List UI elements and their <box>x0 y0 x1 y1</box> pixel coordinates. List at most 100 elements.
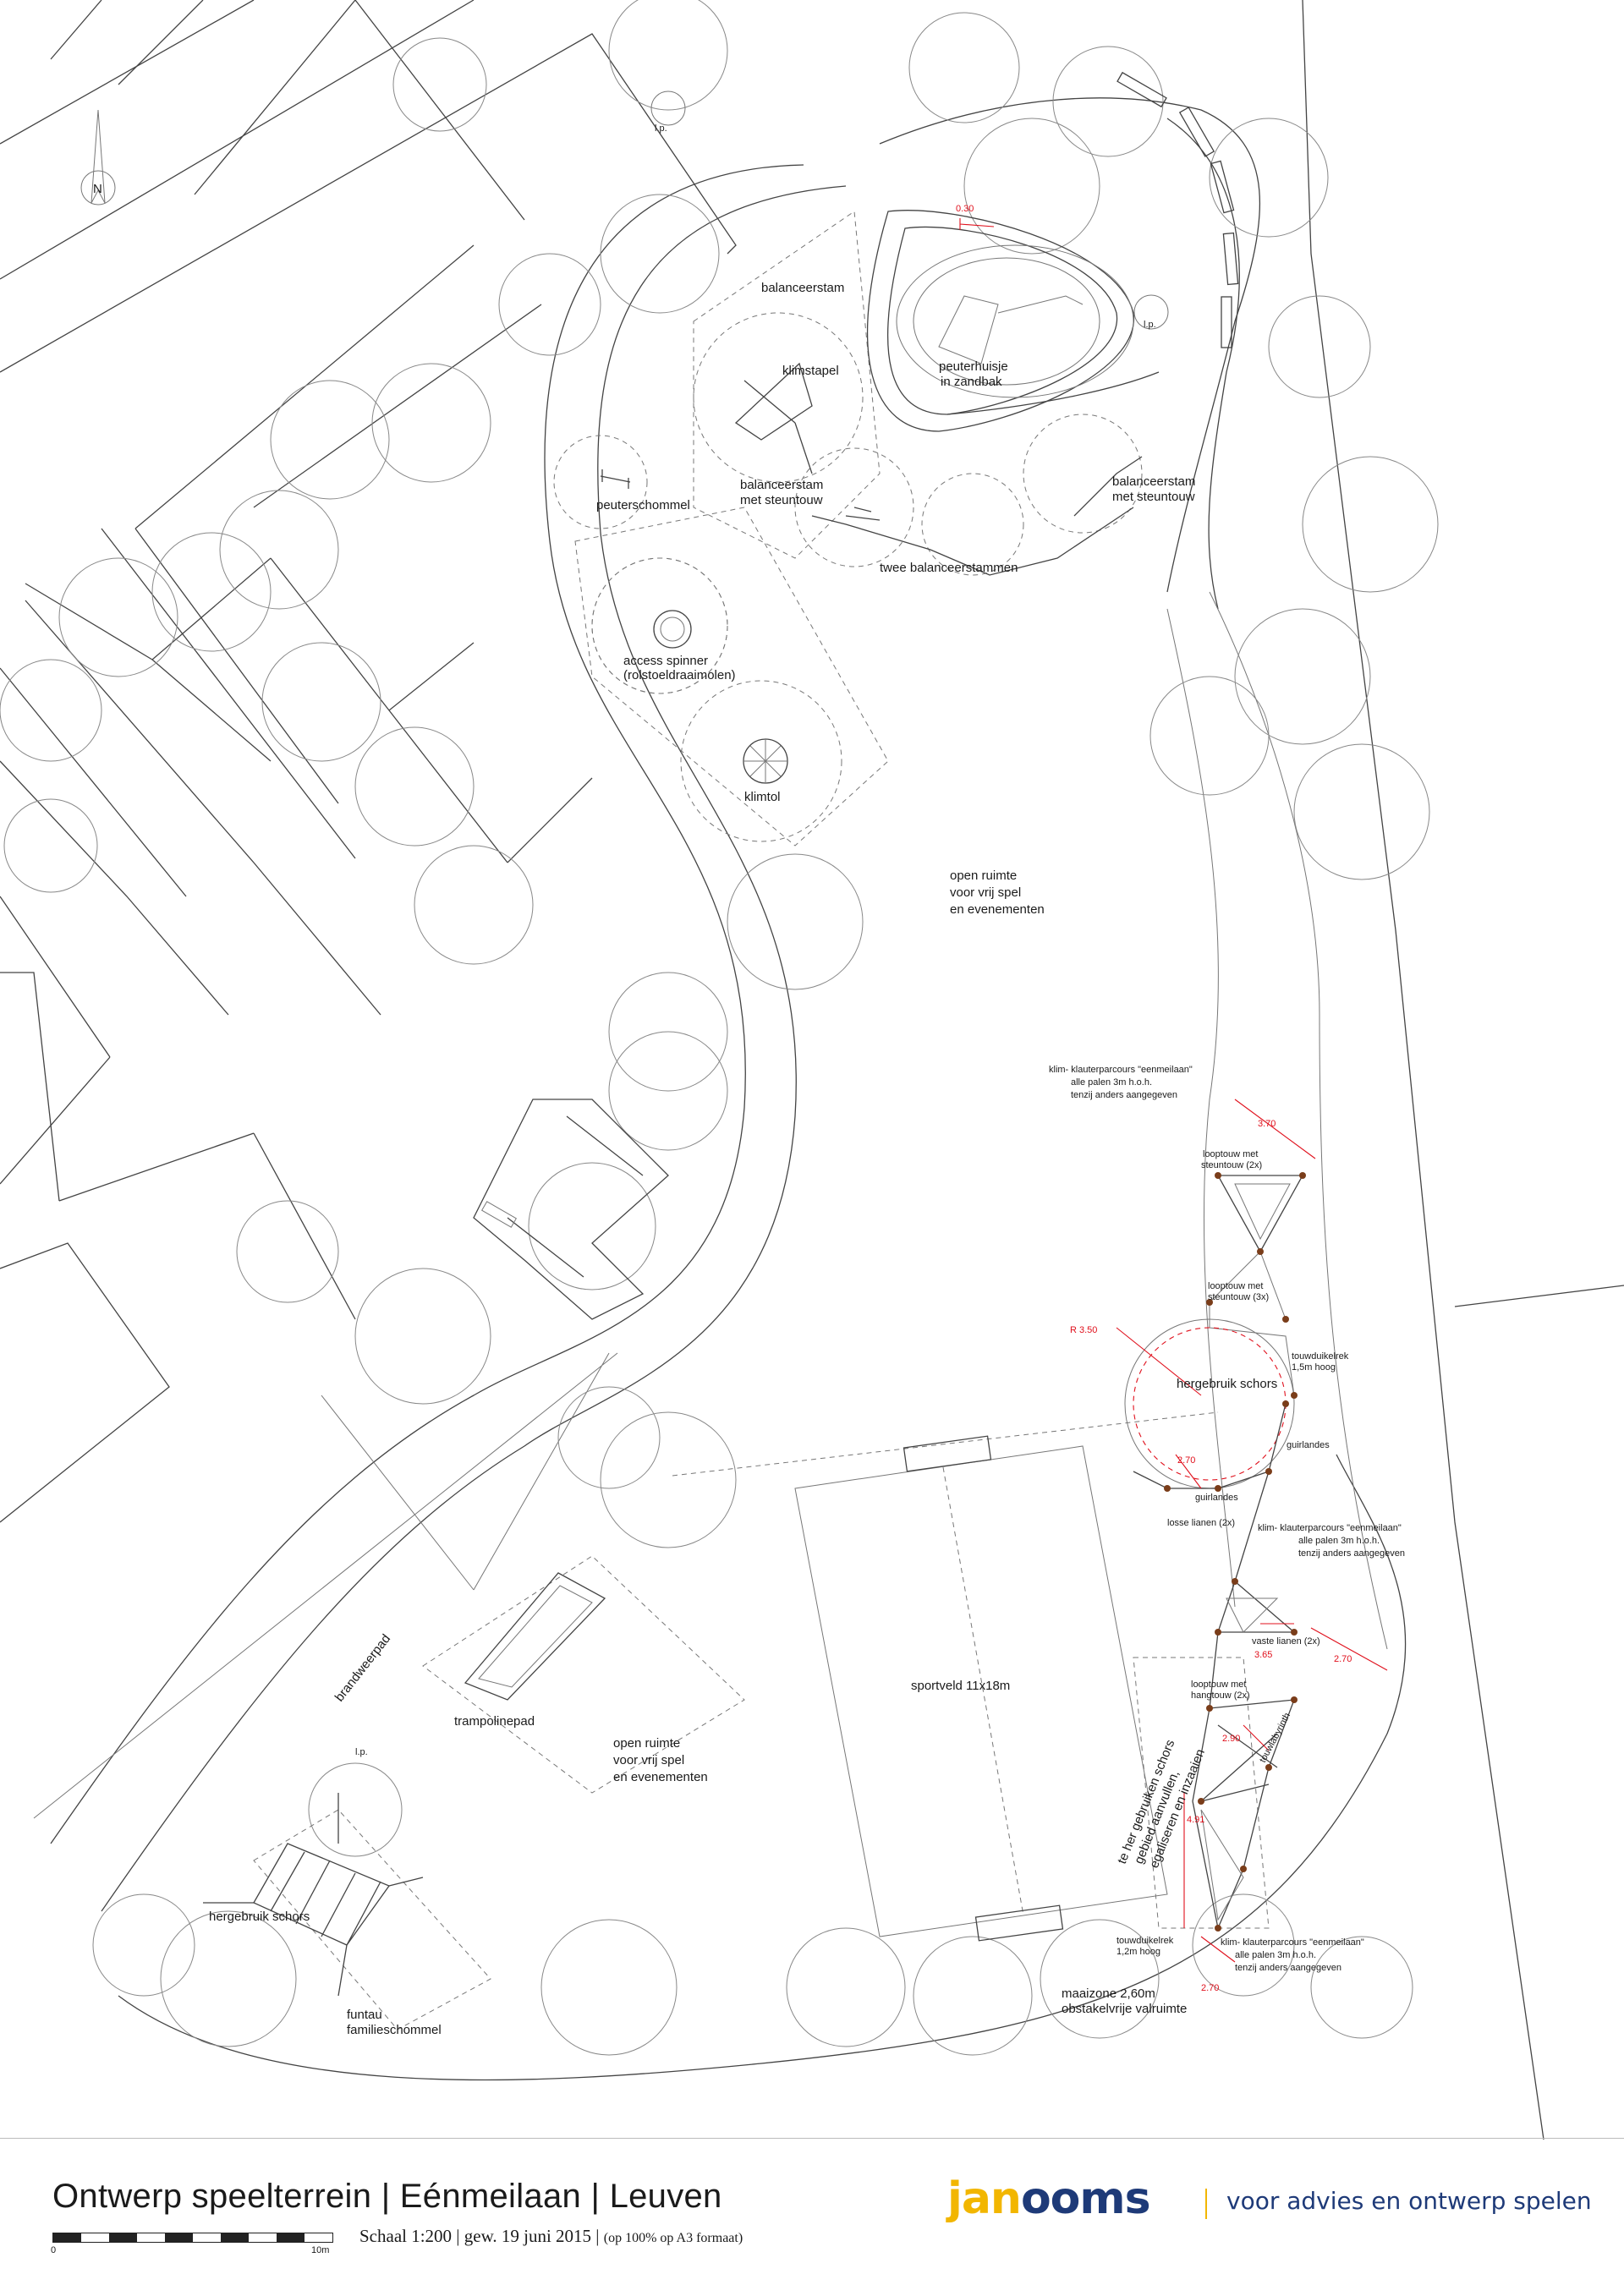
funtau-schommel <box>203 1793 424 1997</box>
label-trampolinepad: trampolinepad <box>454 1714 535 1729</box>
label-bsteun-1: balanceerstam <box>740 478 823 492</box>
dim-030: 0.30 <box>956 204 974 214</box>
climbing-post <box>1291 1629 1298 1636</box>
label-klimstapel: klimstapel <box>782 364 839 378</box>
label-parc3-1: klim- klauterparcours "eenmeilaan" <box>1221 1937 1364 1948</box>
scale-end-label: 10m <box>311 2245 330 2255</box>
label-hergebruik-schors: hergebruik schors <box>1177 1377 1277 1391</box>
label-parc3-2: alle palen 3m h.o.h. <box>1235 1950 1316 1960</box>
label-open1-1: open ruimte <box>950 869 1017 883</box>
label-access-2: (rolstoeldraaimolen) <box>623 668 736 682</box>
label-sportveld: sportveld 11x18m <box>911 1679 1010 1693</box>
subtitle-main: Schaal 1:200 | gew. 19 juni 2015 | <box>359 2226 604 2246</box>
plan-labels: l.p. l.p. l.p. balanceerstam klimstapel … <box>209 123 1405 2037</box>
benches <box>1116 71 1239 348</box>
climbing-post <box>1282 1400 1289 1407</box>
logo-separator <box>1205 2189 1207 2219</box>
label-touwlabyrinth: touwlabyrinth <box>1258 1712 1292 1765</box>
label-looptouw-steun-3x-2: steuntouw (3x) <box>1208 1292 1269 1302</box>
brand-logo: janooms <box>947 2173 1151 2224</box>
climbing-post <box>1240 1866 1247 1872</box>
label-touwduikelrek2-2: 1,2m hoog <box>1116 1947 1160 1957</box>
climbing-post <box>1215 1629 1221 1636</box>
brand-tagline: voor advies en ontwerp spelen <box>1226 2187 1592 2215</box>
label-peuterhuisje-1: peuterhuisje <box>939 359 1008 374</box>
label-parc1-1: klim- klauterparcours "eenmeilaan" <box>1049 1065 1193 1075</box>
label-open2-2: voor vrij spel <box>613 1753 684 1767</box>
dim-r350: R 3.50 <box>1070 1325 1097 1335</box>
climbing-posts <box>1164 1172 1306 1932</box>
climbing-post <box>1282 1316 1289 1323</box>
label-twee-stammen: twee balanceerstammen <box>880 561 1018 575</box>
label-vaste-lianen: vaste lianen (2x) <box>1252 1636 1320 1647</box>
lp-label-2: l.p. <box>1144 320 1156 330</box>
safety-zones <box>253 211 1270 2030</box>
label-maaizone-2: obstakelvrije valruimte <box>1062 2002 1187 2016</box>
dimension-lines <box>959 218 1388 1963</box>
label-bsteun2-1: balanceerstam <box>1112 474 1195 489</box>
play-equipment-north <box>600 90 1169 784</box>
scale-start-label: 0 <box>51 2245 57 2255</box>
label-open2-1: open ruimte <box>613 1736 680 1751</box>
climbing-post <box>1215 1485 1221 1492</box>
label-bsteun2-2: met steuntouw <box>1112 490 1195 504</box>
label-brandweerpad: brandweerpad <box>332 1631 393 1704</box>
trampolinepad <box>464 1572 606 1701</box>
dim-290: 2.90 <box>1222 1734 1240 1744</box>
climbing-post <box>1265 1468 1272 1475</box>
paths <box>33 97 1407 2081</box>
label-hergebruik-schors2: hergebruik schors <box>209 1910 310 1924</box>
label-open2-3: en evenementen <box>613 1770 708 1784</box>
label-parc2-3: tenzij anders aangegeven <box>1298 1548 1405 1559</box>
label-balanceerstam: balanceerstam <box>761 281 844 295</box>
label-funtau-1: funtau <box>347 2008 382 2022</box>
label-guirlandes-2: guirlandes <box>1195 1493 1238 1503</box>
climbing-post <box>1232 1578 1238 1585</box>
label-bsteun-2: met steuntouw <box>740 493 823 507</box>
lp-label-3: l.p. <box>355 1747 368 1757</box>
climbing-post <box>1215 1172 1221 1179</box>
subtitle-note: (op 100% op A3 formaat) <box>603 2231 743 2245</box>
label-looptouw-hang-2: hangtouw (2x) <box>1191 1690 1250 1701</box>
label-parc2-1: klim- klauterparcours "eenmeilaan" <box>1258 1523 1402 1533</box>
label-peuterschommel: peuterschommel <box>596 498 690 512</box>
climbing-post <box>1206 1299 1213 1306</box>
lp-label-1: l.p. <box>655 123 667 134</box>
logo-part-jan: jan <box>947 2173 1022 2224</box>
climbing-post <box>1198 1798 1204 1805</box>
page-subtitle: Schaal 1:200 | gew. 19 juni 2015 | (op 1… <box>359 2226 743 2247</box>
label-open1-2: voor vrij spel <box>950 885 1021 900</box>
label-klimtol: klimtol <box>744 790 781 804</box>
logo-part-ooms: ooms <box>1020 2173 1151 2224</box>
footer-divider <box>0 2138 1624 2139</box>
climbing-post <box>1265 1764 1272 1771</box>
north-label: N <box>93 182 102 196</box>
label-parc1-3: tenzij anders aangegeven <box>1071 1090 1177 1100</box>
label-looptouw-steun-3x-1: looptouw met <box>1208 1281 1263 1291</box>
label-looptouw-steun-2x-1: looptouw met <box>1203 1149 1258 1159</box>
climbing-post <box>1291 1392 1298 1399</box>
sandbox <box>866 210 1160 432</box>
label-parc1-2: alle palen 3m h.o.h. <box>1071 1077 1152 1088</box>
climbing-post <box>1291 1696 1298 1703</box>
label-looptouw-steun-2x-2: steuntouw (2x) <box>1201 1160 1262 1170</box>
label-maaizone-1: maaizone 2,60m <box>1062 1986 1155 2001</box>
label-access-1: access spinner <box>623 654 708 668</box>
label-losse-lianen: losse lianen (2x) <box>1167 1518 1235 1528</box>
label-parc2-2: alle palen 3m h.o.h. <box>1298 1536 1380 1546</box>
label-touwduikelrek-1: touwduikelrek <box>1292 1351 1349 1362</box>
label-touwduikelrek-2: 1,5m hoog <box>1292 1362 1336 1373</box>
site-boundary <box>1302 0 1624 2140</box>
dim-270c: 2.70 <box>1201 1983 1219 1993</box>
dim-270a: 2.70 <box>1177 1455 1195 1466</box>
trees <box>0 0 1439 2056</box>
dim-270b: 2.70 <box>1334 1654 1352 1664</box>
climbing-post <box>1206 1705 1213 1712</box>
dim-365: 3.65 <box>1254 1650 1272 1660</box>
label-touwduikelrek2-1: touwduikelrek <box>1116 1936 1174 1946</box>
north-arrow: N <box>80 109 116 205</box>
dim-491: 4.91 <box>1187 1815 1204 1825</box>
dim-370: 3.70 <box>1258 1119 1276 1129</box>
label-funtau-2: familieschommel <box>347 2023 442 2037</box>
label-parc3-3: tenzij anders aangegeven <box>1235 1963 1341 1973</box>
